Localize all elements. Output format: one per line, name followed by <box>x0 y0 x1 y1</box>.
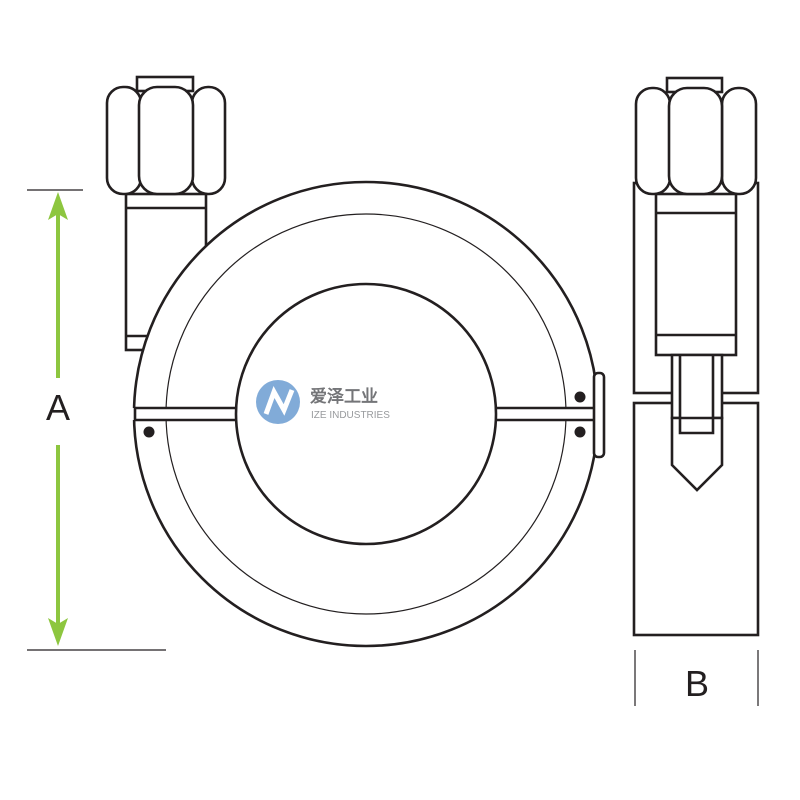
front-bolt <box>105 75 227 352</box>
dimension-a: A <box>27 189 166 651</box>
arrow-down-icon <box>48 618 68 646</box>
pin-dot <box>143 426 155 438</box>
clamp-ring <box>130 180 606 648</box>
side-shank <box>654 192 738 357</box>
arrow-up-icon <box>48 192 68 220</box>
dimension-b: B <box>634 650 759 706</box>
pin-dot <box>574 391 586 403</box>
watermark: 爱泽工业 IZE INDUSTRIES <box>256 380 390 424</box>
watermark-cn: 爱泽工业 <box>310 386 378 407</box>
dimension-b-label: B <box>685 663 709 704</box>
ring-bore <box>234 282 498 546</box>
pin-dot <box>574 426 586 438</box>
nut-lobe-left <box>105 85 143 196</box>
side-view <box>632 76 760 637</box>
side-nut-middle <box>667 86 724 196</box>
side-tip <box>670 416 724 492</box>
latch-tab <box>592 371 606 459</box>
watermark-en: IZE INDUSTRIES <box>311 410 390 421</box>
dimension-a-label: A <box>46 387 70 428</box>
nut-lobe-right <box>190 85 227 196</box>
nut-lobe-middle <box>137 85 195 196</box>
